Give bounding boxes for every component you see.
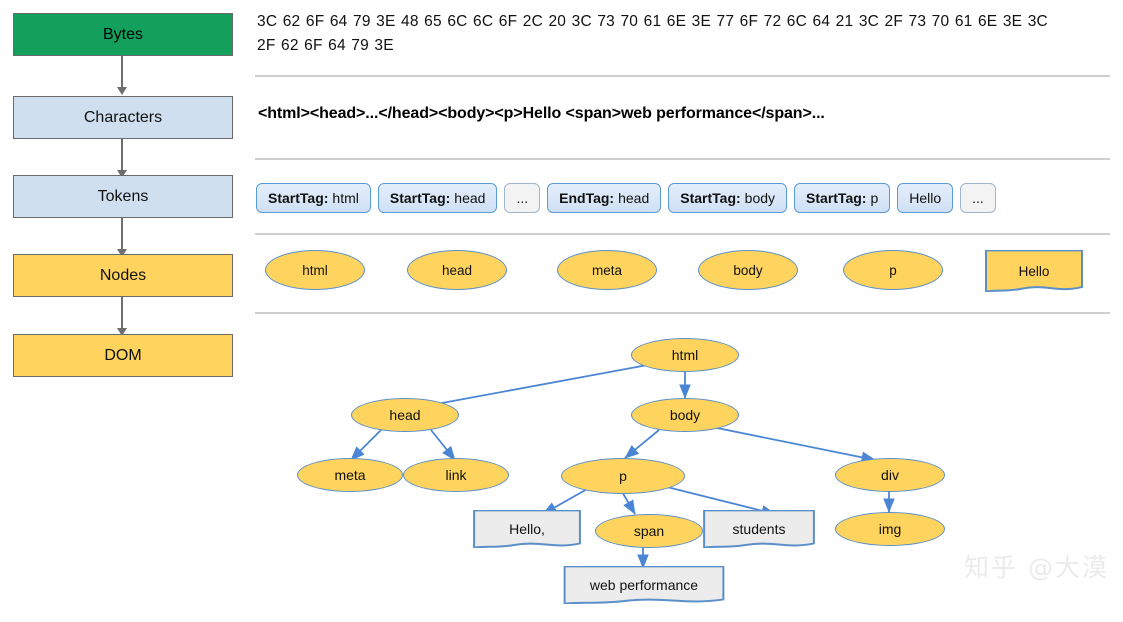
token-kind: StartTag: xyxy=(680,190,741,206)
node-element: head xyxy=(407,250,507,290)
separator-tokens xyxy=(255,233,1110,235)
node-text: Hello xyxy=(985,250,1083,292)
token-item: StartTag:html xyxy=(256,183,371,213)
token-kind: StartTag: xyxy=(389,190,451,206)
dom-node-link: link xyxy=(403,458,509,492)
pipeline-step-dom: DOM xyxy=(13,334,233,377)
dom-text-node: students xyxy=(703,510,815,548)
characters-markup-string: <html><head>...</head><body><p>Hello <sp… xyxy=(258,105,825,122)
dom-node-meta: meta xyxy=(297,458,403,492)
token-value: ... xyxy=(516,190,529,206)
token-value: body xyxy=(744,190,776,206)
pipeline-step-characters: Characters xyxy=(13,96,233,139)
token-item: StartTag:head xyxy=(377,183,498,213)
dom-text-node: web performance xyxy=(563,566,725,604)
bytes-hex-string: 3C 62 6F 64 79 3E 48 65 6C 6C 6F 2C 20 3… xyxy=(257,13,1048,54)
pipeline-step-tokens: Tokens xyxy=(13,175,233,218)
pipeline-arrow-nodes-to-dom xyxy=(117,297,127,336)
pipeline-step-label: Nodes xyxy=(99,266,147,284)
pipeline-arrow-characters-to-tokens xyxy=(117,139,127,178)
separator-bytes xyxy=(255,75,1110,77)
token-item: Hello xyxy=(897,183,954,213)
stages-panel: 3C 62 6F 64 79 3E 48 65 6C 6C 6F 2C 20 3… xyxy=(255,0,1123,622)
pipeline-step-label: DOM xyxy=(104,346,142,364)
token-value: html xyxy=(332,190,359,206)
token-value: p xyxy=(870,190,879,206)
pipeline-arrow-tokens-to-nodes xyxy=(117,218,127,257)
dom-text-node: Hello, xyxy=(473,510,581,548)
pipeline-step-nodes: Nodes xyxy=(13,254,233,297)
node-element: body xyxy=(698,250,798,290)
dom-node-div: div xyxy=(835,458,945,492)
separator-characters xyxy=(255,158,1110,160)
dom-text-node-label: students xyxy=(732,521,786,537)
watermark: 知乎 @大漠 xyxy=(964,553,1109,582)
dom-node-html: html xyxy=(631,338,739,372)
token-value: ... xyxy=(972,190,984,206)
dom-text-node-label: web performance xyxy=(589,577,699,593)
token-item: EndTag:head xyxy=(547,183,662,213)
dom-node-head: head xyxy=(351,398,459,432)
pipeline-step-label: Bytes xyxy=(102,25,143,43)
dom-text-node-label: Hello, xyxy=(509,521,545,537)
token-kind: EndTag: xyxy=(559,190,615,206)
dom-tree-edges xyxy=(350,363,895,569)
node-element: meta xyxy=(557,250,657,290)
pipeline-step-label: Tokens xyxy=(97,187,149,205)
pipeline-column: Bytes Characters Tokens Nodes DOM xyxy=(0,0,250,622)
token-item: StartTag:p xyxy=(794,183,891,213)
token-item: ... xyxy=(504,183,541,213)
dom-node-body: body xyxy=(631,398,739,432)
dom-node-img: img xyxy=(835,512,945,546)
token-kind: StartTag: xyxy=(268,190,329,206)
token-value: head xyxy=(618,190,650,206)
dom-node-p: p xyxy=(561,458,685,494)
node-element: p xyxy=(843,250,943,290)
separator-nodes xyxy=(255,312,1110,314)
token-item: StartTag:body xyxy=(668,183,788,213)
pipeline-arrow-bytes-to-characters xyxy=(117,56,127,95)
token-item: ... xyxy=(960,183,996,213)
token-kind: StartTag: xyxy=(806,190,867,206)
token-value: head xyxy=(454,190,486,206)
pipeline-step-bytes: Bytes xyxy=(13,13,233,56)
pipeline-step-label: Characters xyxy=(83,108,163,126)
dom-node-span: span xyxy=(595,514,703,548)
node-label: Hello xyxy=(1018,263,1050,279)
node-element: html xyxy=(265,250,365,290)
token-value: Hello xyxy=(909,190,942,206)
